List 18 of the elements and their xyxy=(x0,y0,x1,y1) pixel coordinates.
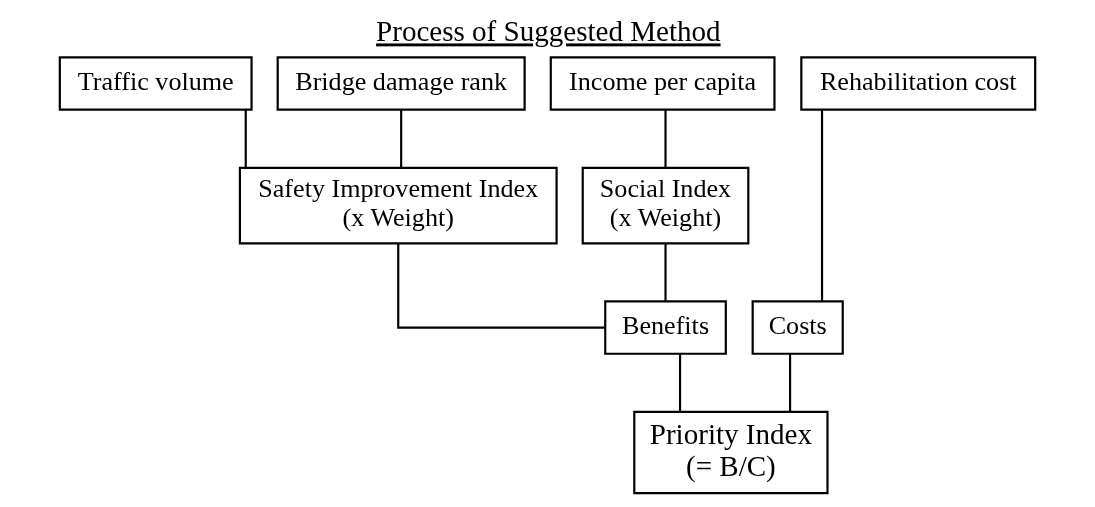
connector xyxy=(664,110,667,168)
connector xyxy=(400,110,403,168)
node-box: Benefits xyxy=(604,300,727,355)
node-box: Traffic volume xyxy=(58,56,253,111)
node-box: Income per capita xyxy=(549,56,776,111)
node-box: Safety Improvement Index (x Weight) xyxy=(238,166,558,245)
connector xyxy=(820,110,824,302)
connector xyxy=(664,243,667,302)
node-box: Rehabilitation cost xyxy=(800,56,1037,111)
node-box: Costs xyxy=(751,300,844,355)
connector xyxy=(397,243,605,329)
node-box: Priority Index (= B/C) xyxy=(633,410,829,495)
connector xyxy=(789,354,792,412)
node-box: Bridge damage rank xyxy=(276,56,526,111)
connector xyxy=(678,354,682,412)
node-box: Social Index (x Weight) xyxy=(581,166,750,245)
connector xyxy=(244,110,247,168)
diagram-title: Process of Suggested Method xyxy=(376,15,721,48)
